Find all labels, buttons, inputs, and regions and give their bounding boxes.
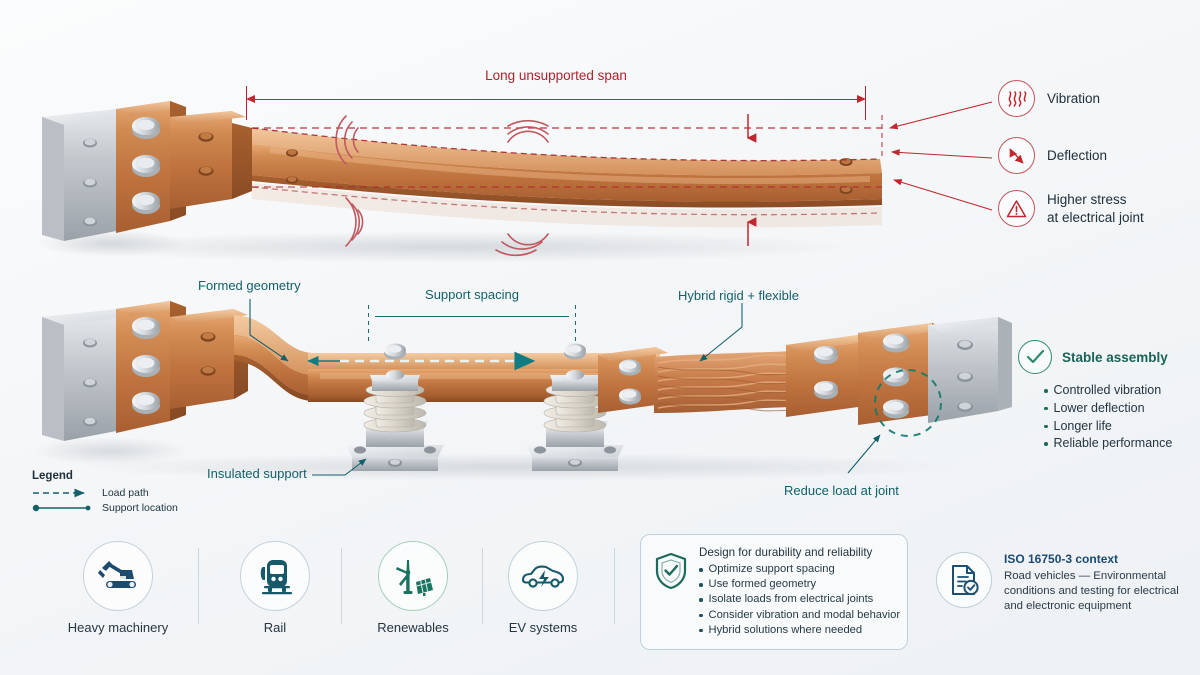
bullet-dot xyxy=(699,568,703,572)
span-arrow-right xyxy=(857,94,866,103)
list-item-label: Optimize support spacing xyxy=(708,563,835,575)
callout-deflection-label: Deflection xyxy=(1047,148,1108,163)
application-label: Heavy machinery xyxy=(67,620,169,635)
legend-item-label: Load path xyxy=(102,487,149,499)
bullet-dot xyxy=(699,628,703,633)
stable-assembly-title: Stable assembly xyxy=(1062,349,1168,365)
span-arrow-line xyxy=(252,99,860,100)
legend-item-label: Support location xyxy=(102,502,178,514)
list-item: Reliable performance xyxy=(1044,435,1193,453)
list-item-label: Reliable performance xyxy=(1053,436,1173,451)
list-item: Isolate loads from electrical joints xyxy=(699,592,895,607)
label-insulated-support: Insulated support xyxy=(207,466,307,481)
design-guidance-box: Design for durability and reliability Op… xyxy=(640,534,908,650)
icon-divider xyxy=(198,548,199,624)
bullet-dot xyxy=(699,613,703,618)
label-hybrid-rigid-flexible: Hybrid rigid + flexible xyxy=(678,288,800,303)
list-item: Optimize support spacing xyxy=(699,562,895,577)
support-spacing-tick-left xyxy=(368,305,369,341)
span-tick-right xyxy=(865,86,866,120)
top-busbar-illustration xyxy=(35,101,882,263)
callout-vibration-label: Vibration xyxy=(1047,91,1101,106)
callout-higher-stress[interactable]: Higher stress at electrical joint xyxy=(998,190,1144,227)
train-icon xyxy=(240,541,310,611)
bullet-dot xyxy=(1044,442,1048,446)
bullet-dot xyxy=(1044,424,1048,428)
callout-deflection[interactable]: Deflection xyxy=(998,137,1107,174)
callout-higher-stress-line2: at electrical joint xyxy=(1047,209,1144,225)
bullet-dot xyxy=(1044,406,1048,411)
list-item-label: Longer life xyxy=(1053,418,1112,433)
vibration-icon xyxy=(998,80,1035,117)
application-renewables[interactable]: Renewables xyxy=(362,541,464,635)
list-item: Consider vibration and modal behavior xyxy=(699,608,900,623)
bullet-dot xyxy=(1044,389,1048,393)
application-rail[interactable]: Rail xyxy=(224,541,326,635)
application-ev-systems[interactable]: EV systems xyxy=(492,541,594,635)
list-item: Use formed geometry xyxy=(699,577,895,592)
dashed-arrow-icon xyxy=(33,488,85,498)
span-dimension: Long unsupported span xyxy=(246,68,866,120)
list-item-label: Controlled vibration xyxy=(1053,383,1162,397)
span-dimension-label: Long unsupported span xyxy=(485,68,627,83)
support-dot-line-icon xyxy=(32,504,91,512)
bullet-dot xyxy=(699,583,703,587)
icon-divider xyxy=(614,548,615,624)
label-reduce-load-at-joint: Reduce load at joint xyxy=(784,483,899,498)
support-spacing-label: Support spacing xyxy=(425,287,519,302)
icon-divider xyxy=(341,548,342,624)
iso-standard-description: Road vehicles — Environmental conditions… xyxy=(1004,570,1179,613)
deflection-icon xyxy=(998,137,1035,174)
list-item: Hybrid solutions where needed xyxy=(699,623,895,638)
application-heavy-machinery[interactable]: Heavy machinery xyxy=(67,541,169,635)
callout-higher-stress-labels: Higher stress at electrical joint xyxy=(1047,191,1144,226)
list-item: Controlled vibration xyxy=(1044,382,1193,400)
stable-assembly-panel: Stable assembly Controlled vibration Low… xyxy=(1018,340,1193,453)
excavator-icon xyxy=(83,541,153,611)
document-check-icon xyxy=(936,552,992,608)
iso-standard-title: ISO 16750-3 context xyxy=(1004,552,1119,566)
stable-assembly-list: Controlled vibration Lower deflection Lo… xyxy=(1044,382,1193,453)
warning-icon xyxy=(998,190,1035,227)
application-label: Renewables xyxy=(377,620,449,635)
list-item: Lower deflection xyxy=(1044,400,1193,418)
ev-car-icon xyxy=(508,541,578,611)
label-formed-geometry: Formed geometry xyxy=(198,278,301,293)
icon-divider xyxy=(482,548,483,624)
legend: Legend Load path Support location xyxy=(32,470,212,514)
application-label: Rail xyxy=(263,620,287,635)
list-item-label: Hybrid solutions where needed xyxy=(708,623,863,636)
span-arrow-left xyxy=(246,94,255,103)
bullet-dot xyxy=(699,598,703,602)
iso-standard-block: ISO 16750-3 context Road vehicles — Envi… xyxy=(936,552,1186,614)
support-spacing-line xyxy=(375,316,569,318)
support-spacing-tick-right xyxy=(575,305,576,341)
list-item-label: Use formed geometry xyxy=(708,578,817,591)
support-spacing-dimension: Support spacing xyxy=(368,287,576,341)
application-label: EV systems xyxy=(508,620,578,635)
callout-vibration[interactable]: Vibration xyxy=(998,80,1100,117)
callout-higher-stress-line1: Higher stress xyxy=(1047,192,1127,208)
list-item-label: Lower deflection xyxy=(1053,400,1145,415)
span-tick-left xyxy=(246,86,247,120)
shield-check-icon xyxy=(653,551,689,638)
list-item-label: Isolate loads from electrical joints xyxy=(708,593,874,606)
list-item: Longer life xyxy=(1044,418,1193,436)
check-circle-icon xyxy=(1018,340,1052,374)
wind-solar-icon xyxy=(378,541,448,611)
design-guidance-title: Design for durability and reliability xyxy=(699,546,873,559)
legend-title: Legend xyxy=(32,470,73,482)
list-item-label: Consider vibration and modal behavior xyxy=(708,608,901,621)
